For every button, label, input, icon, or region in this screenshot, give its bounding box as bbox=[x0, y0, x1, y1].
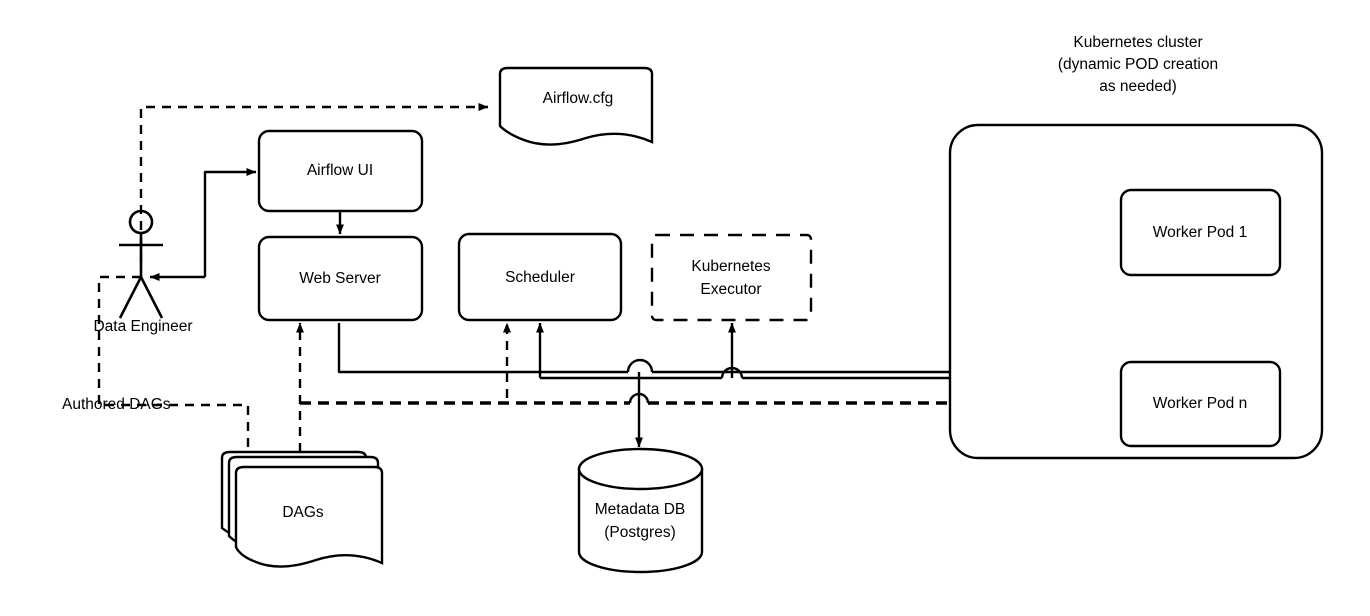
kubernetes-cluster-label-line2: (dynamic POD creation bbox=[1058, 56, 1218, 73]
data-engineer-label: Data Engineer bbox=[93, 318, 192, 335]
scheduler-label: Scheduler bbox=[505, 269, 575, 286]
airflow-ui-shape bbox=[257, 129, 424, 213]
data-engineer-legs bbox=[118, 276, 164, 319]
kubernetes-executor-shape bbox=[650, 233, 813, 322]
scheduler-shape bbox=[457, 232, 623, 322]
metadata-db-top bbox=[577, 447, 704, 491]
metadata-db-label-line2: (Postgres) bbox=[604, 524, 676, 541]
web-server-shape bbox=[257, 235, 424, 322]
dags-label: DAGs bbox=[282, 504, 324, 521]
kubernetes-cluster-label-line3: as needed) bbox=[1099, 78, 1177, 95]
airflow-cfg-shape bbox=[498, 66, 654, 146]
node-airflow-cfg[interactable]: Airflow.cfg bbox=[498, 66, 654, 146]
node-kubernetes-executor[interactable]: Kubernetes Executor bbox=[650, 233, 813, 322]
metadata-db-label-line1: Metadata DB bbox=[595, 501, 685, 518]
node-metadata-db[interactable]: Metadata DB (Postgres) bbox=[577, 447, 704, 574]
worker-pod-1-shape bbox=[1119, 188, 1282, 277]
dags-shape-front bbox=[234, 465, 384, 568]
node-airflow-ui[interactable]: Airflow UI bbox=[257, 129, 424, 213]
kubernetes-executor-label-line2: Executor bbox=[700, 281, 761, 298]
kubernetes-cluster-label-line1: Kubernetes cluster bbox=[1073, 34, 1202, 51]
node-worker-pod-n[interactable]: Worker Pod n bbox=[1119, 360, 1282, 448]
worker-pod-n-label: Worker Pod n bbox=[1153, 395, 1247, 412]
node-scheduler[interactable]: Scheduler bbox=[457, 232, 623, 322]
node-web-server[interactable]: Web Server bbox=[257, 235, 424, 322]
web-server-label: Web Server bbox=[299, 270, 381, 287]
kubernetes-executor-label-line1: Kubernetes bbox=[691, 258, 771, 275]
worker-pod-1-label: Worker Pod 1 bbox=[1153, 224, 1247, 241]
authored-dags-edge-label: Authored DAGs bbox=[62, 396, 171, 413]
edge-webserver-bus-jump bbox=[626, 358, 654, 373]
node-worker-pod-1[interactable]: Worker Pod 1 bbox=[1119, 188, 1282, 277]
edge-authored-dags bbox=[97, 275, 252, 463]
metadata-db-body bbox=[577, 467, 704, 574]
airflow-ui-label: Airflow UI bbox=[307, 162, 373, 179]
node-dags[interactable]: DAGs bbox=[220, 450, 384, 568]
airflow-cfg-label: Airflow.cfg bbox=[543, 90, 614, 107]
node-data-engineer[interactable]: Data Engineer bbox=[93, 209, 193, 335]
edge-engineer-to-airflow-ui bbox=[203, 168, 257, 277]
worker-pod-n-shape bbox=[1119, 360, 1282, 448]
edge-webserver-bus bbox=[337, 323, 628, 374]
